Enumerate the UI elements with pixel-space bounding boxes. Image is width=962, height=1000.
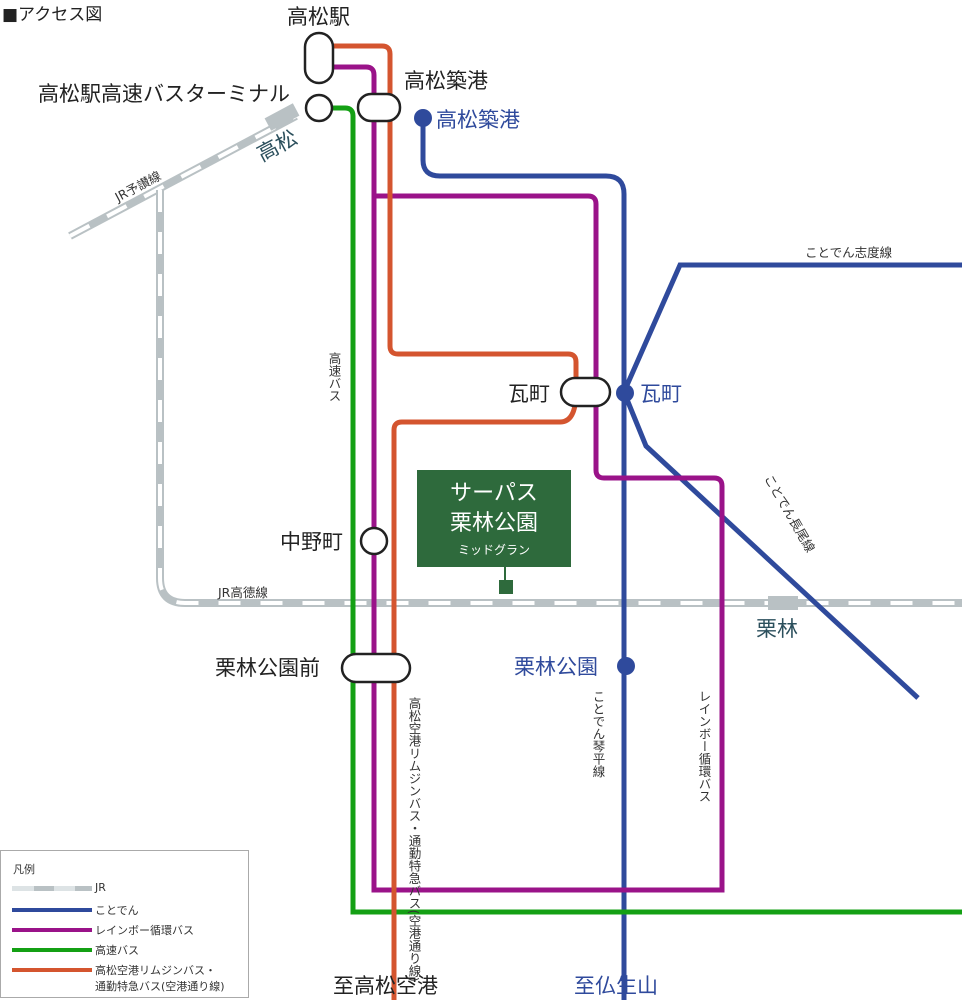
airport-bus-line bbox=[330, 43, 579, 1000]
takamatsu-station-label: 高松駅 bbox=[287, 5, 350, 29]
kotoden-shido-line bbox=[621, 262, 962, 394]
kotoden-nagao-line bbox=[621, 391, 920, 700]
jr-yosan-line bbox=[68, 103, 300, 240]
property-box bbox=[417, 470, 571, 567]
rainbow-bus-line bbox=[330, 64, 725, 893]
kotoden-shido-label: ことでん志度線 bbox=[805, 245, 893, 260]
map-title: ■アクセス図 bbox=[2, 5, 103, 25]
kawaramachi-bus-label: 瓦町 bbox=[508, 382, 550, 406]
kotoden-kotohira-line bbox=[420, 118, 627, 1000]
bus-terminal-label: 高松駅高速バスターミナル bbox=[38, 82, 290, 106]
chikko-kotoden-label: 高松築港 bbox=[436, 108, 520, 132]
legend-express-label: 高速バス bbox=[95, 944, 139, 957]
rainbow-bus-label: レインボー循環バス bbox=[697, 690, 712, 803]
kotoden-nagao-label: ことでん長尾線 bbox=[761, 472, 818, 555]
legend-kotoden-swatch bbox=[12, 908, 92, 912]
legend-express-swatch bbox=[12, 948, 92, 952]
jr-kotoku-line bbox=[156, 190, 962, 610]
legend-airport-label: 高松空港リムジンバス・ bbox=[95, 964, 216, 977]
ritsurin-koen-dot bbox=[617, 657, 635, 675]
legend-airport-label2: 通勤特急バス(空港通り線) bbox=[95, 980, 225, 993]
nakanomachi-label: 中野町 bbox=[280, 530, 343, 554]
legend-title: 凡例 bbox=[13, 863, 35, 876]
stations bbox=[303, 31, 612, 684]
legend-jr-swatch bbox=[12, 886, 92, 891]
chikko-kotoden-dot bbox=[414, 109, 432, 127]
legend-rainbow-label: レインボー循環バス bbox=[95, 924, 194, 937]
ritsurin-koen-mae-marker bbox=[340, 652, 412, 684]
legend-airport-swatch bbox=[12, 968, 92, 972]
property-name-line1: サーパス bbox=[450, 481, 538, 506]
legend-jr-label: JR bbox=[95, 881, 106, 894]
airport-bus-label: 高松空港リムジンバス・通勤特急バス(空港通り線) bbox=[407, 696, 422, 982]
ritsurin-koen-label: 栗林公園 bbox=[514, 655, 598, 679]
jr-kotoku-label: JR高徳線 bbox=[217, 585, 268, 600]
express-bus-label: 高速バス bbox=[327, 351, 342, 402]
kawaramachi-bus-marker bbox=[559, 376, 612, 408]
takamatsu-station-marker bbox=[303, 31, 335, 85]
bus-terminal-marker bbox=[304, 93, 334, 123]
kotoden-kotohira-label: ことでん琴平線 bbox=[591, 690, 606, 778]
nakanomachi-marker bbox=[359, 526, 389, 556]
chikko-bus-label: 高松築港 bbox=[404, 69, 488, 93]
jr-ritsurin-station-mark bbox=[768, 596, 798, 610]
kawaramachi-kotoden-dot bbox=[616, 384, 634, 402]
airport-destination-label: 至高松空港 bbox=[333, 974, 438, 998]
kotoden-stations bbox=[414, 109, 635, 675]
jr-ritsurin-label: 栗林 bbox=[756, 617, 798, 641]
legend-rainbow-swatch bbox=[12, 928, 92, 932]
kotoden-lines bbox=[420, 118, 962, 1000]
chikko-bus-marker bbox=[356, 92, 402, 123]
legend-kotoden-label: ことでん bbox=[95, 904, 139, 917]
legend: 凡例 JR ことでん レインボー循環バス 高速バス 高松空港リムジンバス・ 通勤… bbox=[0, 850, 249, 998]
express-bus-line bbox=[330, 105, 962, 915]
kawaramachi-kotoden-label: 瓦町 bbox=[640, 382, 682, 406]
property-location-mark bbox=[499, 580, 513, 594]
property-name-line2: 栗林公園 bbox=[450, 511, 538, 536]
busshozan-destination-label: 至仏生山 bbox=[574, 974, 658, 998]
property-name-line3: ミッドグラン bbox=[458, 543, 530, 557]
ritsurin-koen-mae-label: 栗林公園前 bbox=[215, 656, 320, 680]
